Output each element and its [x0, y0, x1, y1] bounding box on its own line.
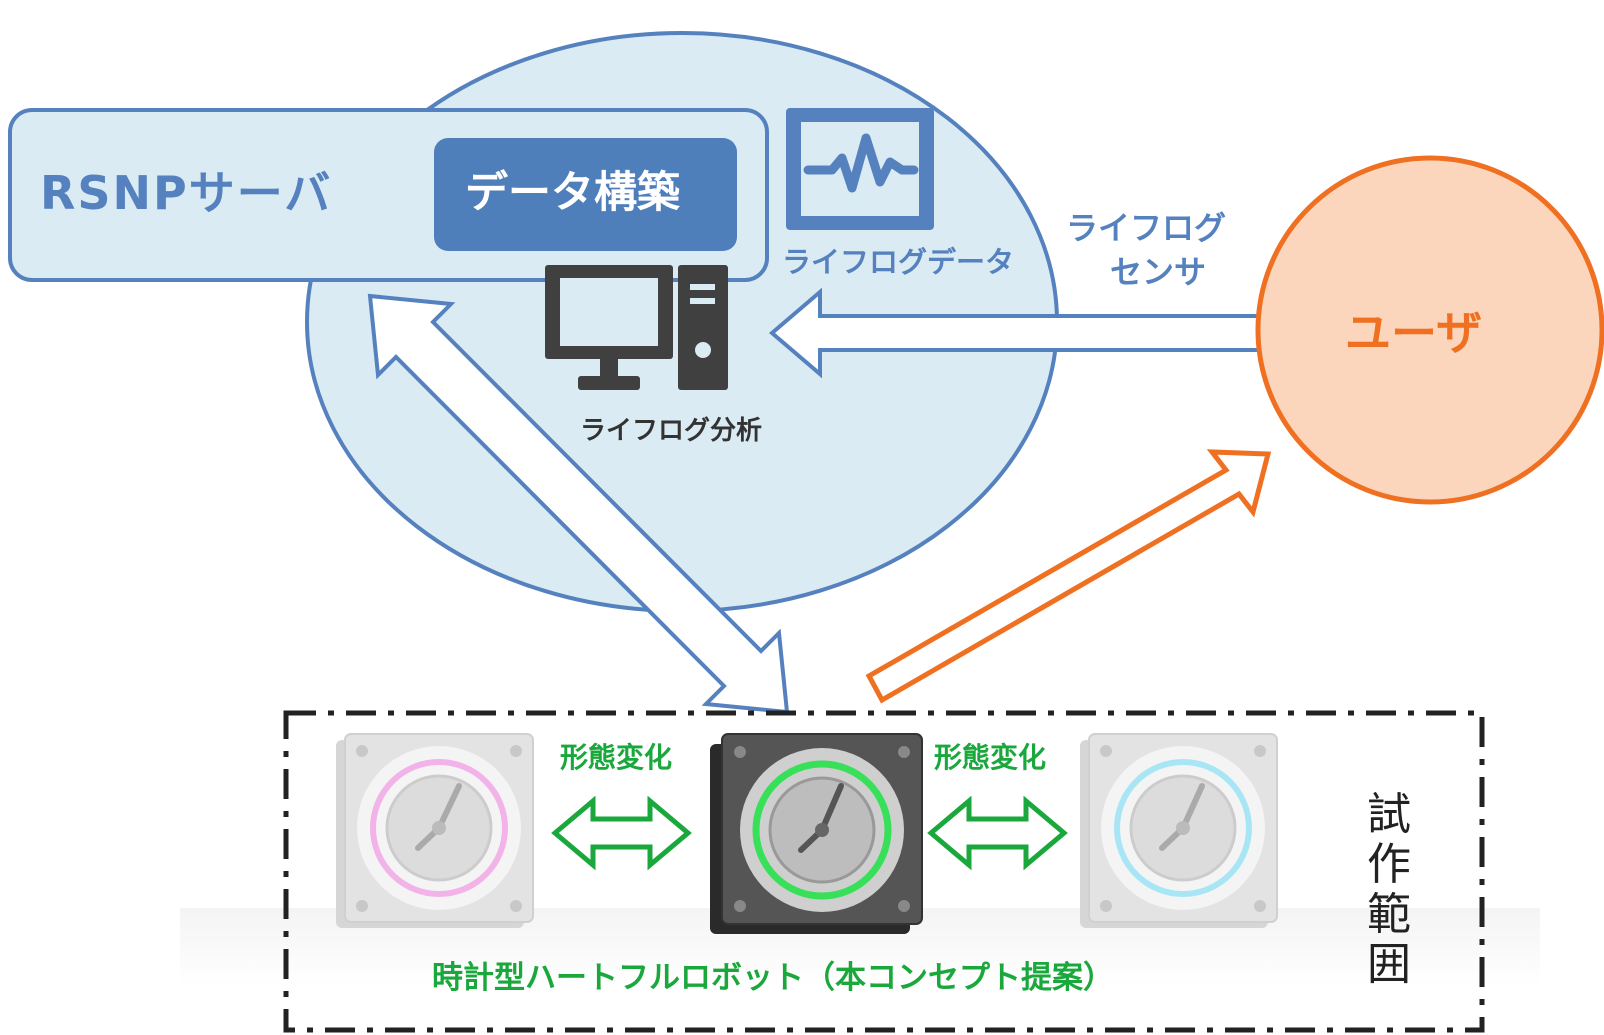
desktop-computer-icon — [545, 265, 728, 390]
transform-double-arrow-left — [551, 795, 692, 871]
clock-robot-cyan — [1080, 733, 1278, 928]
prototype-scope-char: 作 — [1367, 839, 1411, 890]
monitor-graph-icon — [786, 108, 934, 230]
data-build-label: データ構築 — [465, 168, 680, 218]
transform-label-left: 形態変化 — [560, 741, 673, 774]
user-label: ユーザ — [1345, 306, 1483, 360]
sensor-label-line1: ライフログ — [1066, 209, 1227, 247]
clock-robot-pink — [336, 733, 534, 928]
transform-label-right: 形態変化 — [934, 741, 1047, 774]
data-build-box — [434, 138, 737, 251]
prototype-scope-char: 試 — [1367, 789, 1411, 840]
prototype-scope-border — [283, 710, 1485, 1033]
prototype-scope-char: 囲 — [1367, 939, 1411, 990]
lifelog-analysis-label: ライフログ分析 — [580, 416, 763, 446]
transform-double-arrow-right — [927, 795, 1068, 871]
lifelog-data-label: ライフログデータ — [782, 245, 1015, 279]
sensor-label-line2: センサ — [1110, 253, 1207, 291]
robot-caption: 時計型ハートフルロボット（本コンセプト提案） — [432, 960, 1114, 996]
prototype-scope-char: 範 — [1367, 889, 1411, 940]
server-title: RSNPサーバ — [40, 166, 333, 220]
prototype-scope-label: 試 作 範 囲 — [1364, 790, 1414, 990]
user-circle — [1255, 155, 1604, 505]
clock-robot-green — [710, 733, 923, 934]
robot-user-arrow — [865, 449, 1272, 704]
